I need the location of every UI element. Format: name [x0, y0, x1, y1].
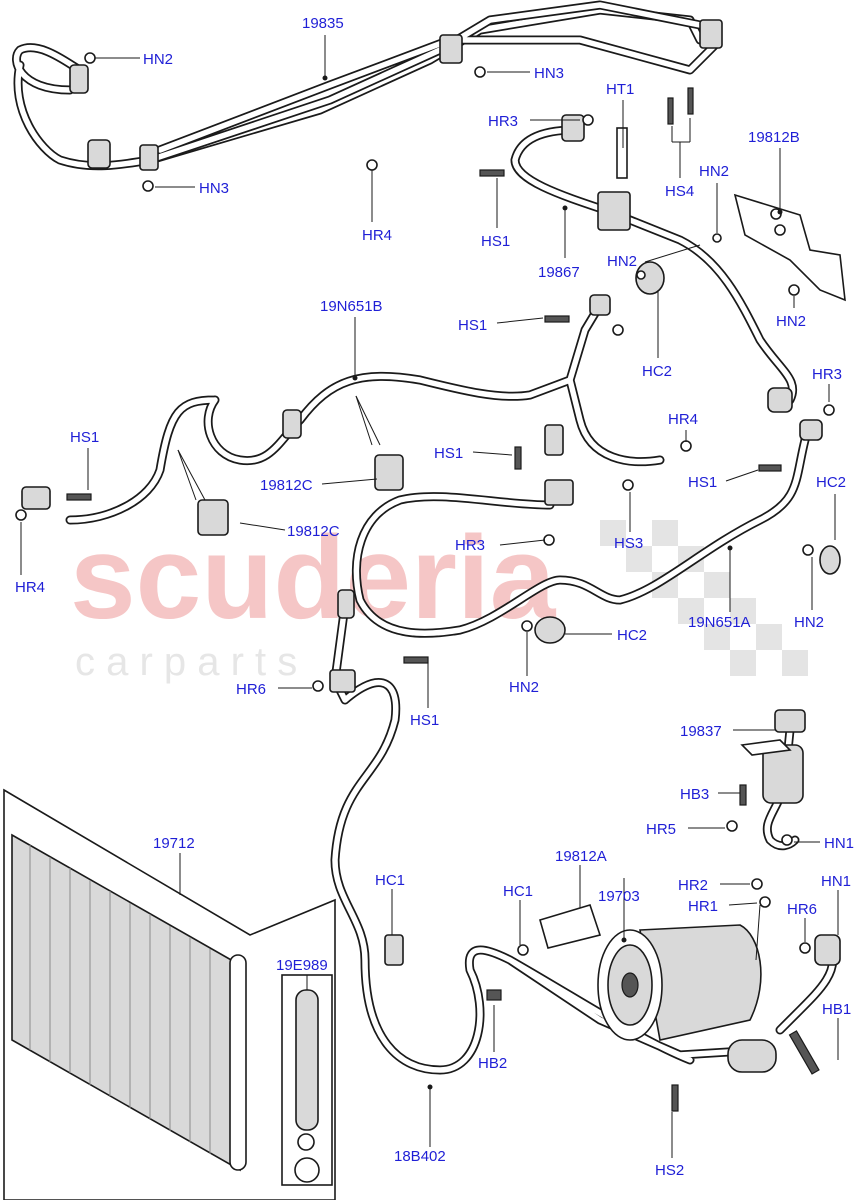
fasteners — [15, 52, 835, 1151]
label-19e989: 19E989 — [276, 957, 328, 974]
label-18b402: 18B402 — [394, 1148, 446, 1165]
label-19712: 19712 — [153, 835, 195, 852]
label-hn1: HN1 — [824, 835, 854, 852]
label-hn3: HN3 — [199, 180, 229, 197]
label-19n651b: 19N651B — [320, 298, 383, 315]
label-ht1: HT1 — [606, 81, 634, 98]
label-hr5: HR5 — [646, 821, 676, 838]
label-hn2: HN2 — [509, 679, 539, 696]
label-hr6: HR6 — [787, 901, 817, 918]
label-hc2: HC2 — [617, 627, 647, 644]
label-hr6: HR6 — [236, 681, 266, 698]
label-hc1: HC1 — [375, 872, 405, 889]
label-hn2: HN2 — [607, 253, 637, 270]
label-hr4: HR4 — [362, 227, 392, 244]
compressor-19703 — [597, 924, 762, 1041]
label-hc1: HC1 — [503, 883, 533, 900]
label-19n651a: 19N651A — [688, 614, 751, 631]
hose-19835 — [12, 0, 720, 171]
label-hr3: HR3 — [455, 537, 485, 554]
label-hb2: HB2 — [478, 1055, 507, 1072]
label-hs1: HS1 — [458, 317, 487, 334]
label-19812c: 19812C — [287, 523, 340, 540]
label-19812b: 19812B — [748, 129, 800, 146]
label-hc2: HC2 — [816, 474, 846, 491]
label-hn2: HN2 — [143, 51, 173, 68]
label-hr3: HR3 — [488, 113, 518, 130]
label-hr4: HR4 — [668, 411, 698, 428]
label-hs1: HS1 — [70, 429, 99, 446]
label-hs3: HS3 — [614, 535, 643, 552]
label-hs1: HS1 — [410, 712, 439, 729]
label-19703: 19703 — [598, 888, 640, 905]
label-hr4: HR4 — [15, 579, 45, 596]
label-hn1: HN1 — [821, 873, 851, 890]
label-19812a: 19812A — [555, 848, 607, 865]
label-19837: 19837 — [680, 723, 722, 740]
label-hn2: HN2 — [776, 313, 806, 330]
hose-19n651b — [65, 300, 665, 525]
label-hs1: HS1 — [688, 474, 717, 491]
label-19835: 19835 — [302, 15, 344, 32]
callout-labels: 19835 HN2 HN3 HN3 HR4 HR3 HT1 HS1 19867 … — [15, 15, 854, 1179]
watermark-subtitle: c a r p a r t s — [75, 640, 297, 684]
label-hs4: HS4 — [665, 183, 694, 200]
hose-19867 — [510, 125, 798, 410]
label-hc2: HC2 — [642, 363, 672, 380]
label-hr1: HR1 — [688, 898, 718, 915]
label-19867: 19867 — [538, 264, 580, 281]
label-hs1: HS1 — [434, 445, 463, 462]
label-hn2: HN2 — [699, 163, 729, 180]
label-hs2: HS2 — [655, 1162, 684, 1179]
label-hn3: HN3 — [534, 65, 564, 82]
label-hb1: HB1 — [822, 1001, 851, 1018]
label-hn2: HN2 — [794, 614, 824, 631]
parts — [3, 19, 846, 1200]
label-hr3: HR3 — [812, 366, 842, 383]
label-19812c: 19812C — [260, 477, 313, 494]
label-hs1: HS1 — [481, 233, 510, 250]
label-hb3: HB3 — [680, 786, 709, 803]
watermark: scuderia c a r p a r t s — [70, 512, 808, 684]
leader-lines — [20, 35, 839, 1158]
condenser-19712 — [3, 788, 336, 1200]
label-hr2: HR2 — [678, 877, 708, 894]
hose-19n651a — [351, 435, 810, 638]
